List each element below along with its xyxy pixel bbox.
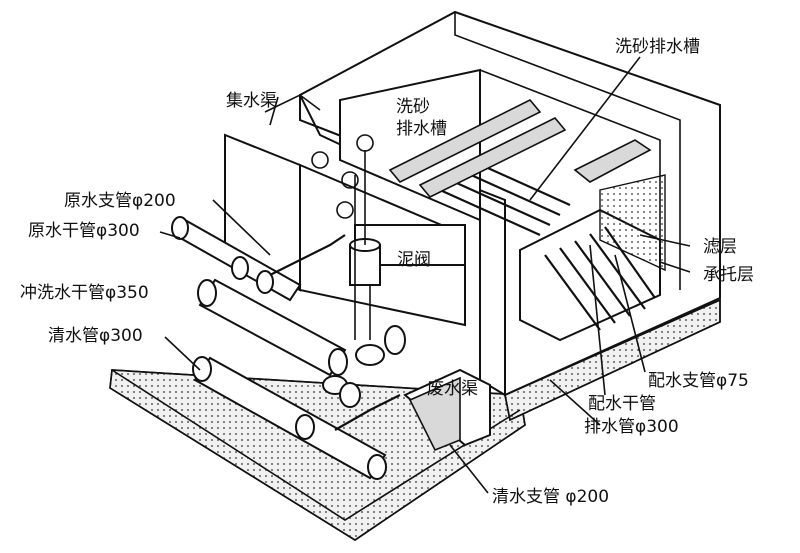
label-clean-water-branch: 清水支管 φ200 xyxy=(492,487,609,507)
label-backwash-main: 冲洗水干管φ350 xyxy=(20,283,149,303)
leader-lines xyxy=(159,56,691,494)
label-drain-pipe: 排水管φ300 xyxy=(584,417,679,437)
waste-channel xyxy=(403,368,491,452)
raw-water-main-pipe xyxy=(171,216,346,302)
label-distribution-branch: 配水支管φ75 xyxy=(648,371,749,391)
label-support-layer: 承托层 xyxy=(703,265,754,285)
label-raw-water-branch: 原水支管φ200 xyxy=(64,191,176,211)
label-raw-water-main: 原水干管φ300 xyxy=(28,221,140,241)
sludge-valve-body xyxy=(349,150,381,340)
label-sand-wash-inside-2: 排水槽 xyxy=(396,119,447,139)
pipe-fittings xyxy=(322,325,406,408)
label-clean-water-pipe: 清水管φ300 xyxy=(48,326,143,346)
label-distribution-main: 配水干管 xyxy=(588,394,656,414)
handwheels xyxy=(311,134,374,219)
label-sludge-valve: 泥阀 xyxy=(397,250,431,270)
sand-wash-troughs xyxy=(388,99,652,198)
label-sand-wash-inside-1: 洗砂 xyxy=(396,97,430,117)
label-collection-channel: 集水渠 xyxy=(226,91,277,111)
label-sand-wash-trough: 洗砂排水槽 xyxy=(615,37,700,57)
backwash-main-pipe xyxy=(197,278,348,377)
clean-water-pipe xyxy=(192,356,401,480)
label-filter-layer: 滤层 xyxy=(703,237,737,257)
label-waste-channel: 废水渠 xyxy=(427,379,478,399)
